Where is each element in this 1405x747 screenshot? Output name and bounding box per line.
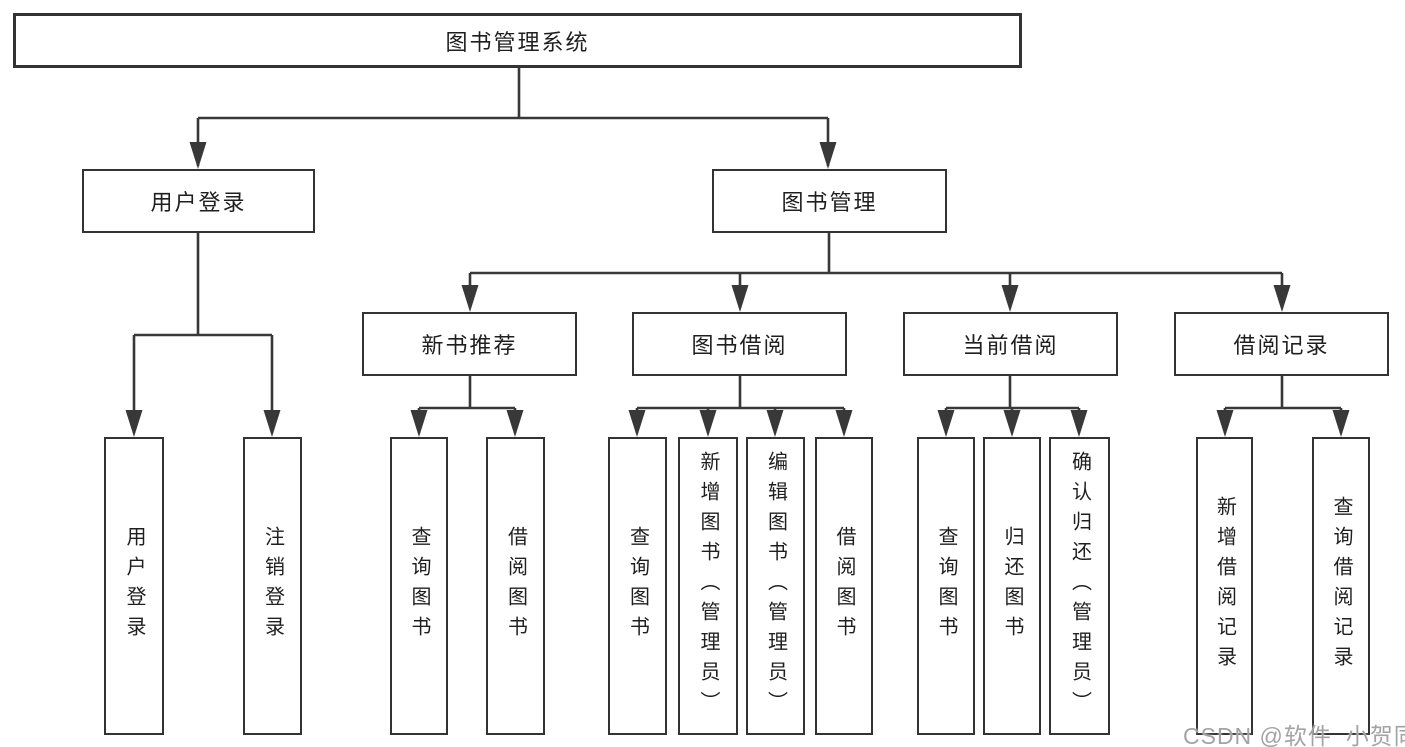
- arrow-down-icon: [1001, 285, 1019, 312]
- leaf-query-books-borrowing: 查询图书: [608, 437, 667, 735]
- arrow-down-icon: [410, 410, 428, 437]
- node-current-borrowing: 当前借阅: [903, 312, 1118, 376]
- leaf-query-borrow-record: 查询借阅记录: [1312, 437, 1370, 735]
- leaf-add-borrow-record: 新增借阅记录: [1196, 437, 1253, 735]
- node-user-login: 用户登录: [82, 169, 315, 233]
- watermark-text: CSDN @软件_小贺同学: [1183, 723, 1405, 747]
- arrow-down-icon: [263, 410, 281, 437]
- arrow-down-icon: [731, 285, 749, 312]
- node-book-management: 图书管理: [712, 169, 947, 233]
- node-root: 图书管理系统: [13, 13, 1022, 68]
- arrow-down-icon: [189, 142, 207, 169]
- arrow-down-icon: [819, 142, 837, 169]
- arrow-down-icon: [1273, 285, 1291, 312]
- leaf-logout: 注销登录: [243, 437, 302, 735]
- arrow-down-icon: [461, 285, 479, 312]
- leaf-borrow-books-borrowing: 借阅图书: [815, 437, 873, 735]
- leaf-add-books-admin: 新增图书（管理员）: [678, 437, 738, 735]
- node-new-book-recommendation: 新书推荐: [362, 312, 577, 376]
- leaf-return-books: 归还图书: [983, 437, 1041, 735]
- arrow-down-icon: [835, 410, 853, 437]
- arrow-down-icon: [1216, 410, 1234, 437]
- node-book-borrowing: 图书借阅: [632, 312, 847, 376]
- arrow-down-icon: [1003, 410, 1021, 437]
- leaf-edit-books-admin: 编辑图书（管理员）: [746, 437, 805, 735]
- leaf-borrow-books-recommend: 借阅图书: [486, 437, 545, 735]
- arrow-down-icon: [937, 410, 955, 437]
- arrowheads: [125, 142, 1350, 437]
- connector-lines: [132, 68, 1343, 433]
- arrow-down-icon: [699, 410, 717, 437]
- leaf-user-login: 用户登录: [104, 437, 164, 735]
- arrow-down-icon: [766, 410, 784, 437]
- arrow-down-icon: [1070, 410, 1088, 437]
- arrow-down-icon: [628, 410, 646, 437]
- node-borrowing-records: 借阅记录: [1174, 312, 1389, 376]
- leaf-query-books-recommend: 查询图书: [390, 437, 448, 735]
- arrow-down-icon: [1332, 410, 1350, 437]
- arrow-down-icon: [506, 410, 524, 437]
- leaf-confirm-return-admin: 确认归还（管理员）: [1049, 437, 1110, 735]
- leaf-query-books-current: 查询图书: [917, 437, 975, 735]
- arrow-down-icon: [125, 410, 143, 437]
